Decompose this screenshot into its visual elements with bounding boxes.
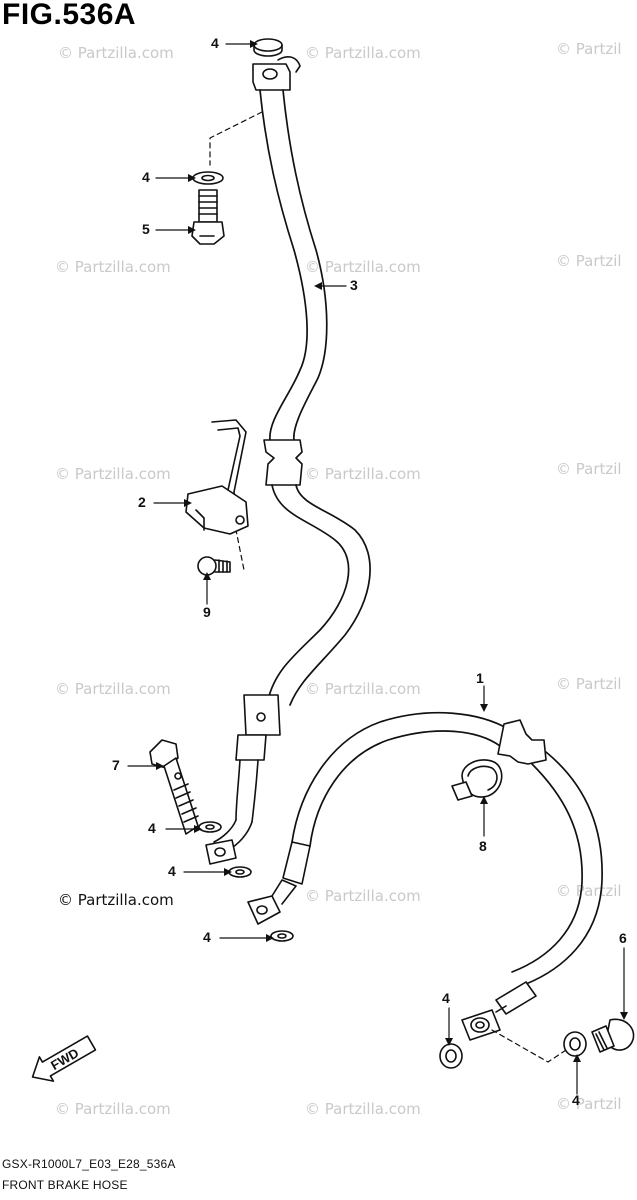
watermark: © Partzil (556, 252, 622, 270)
washer-mid-3[interactable] (270, 930, 294, 942)
callout-7: 7 (112, 757, 120, 773)
leader-arrowheads (156, 40, 628, 1062)
watermark: © Partzilla.com (305, 887, 421, 905)
figure-caption: FRONT BRAKE HOSE (2, 1178, 128, 1192)
callout-4-mid-1: 4 (148, 820, 156, 836)
alignment-line (491, 1029, 567, 1063)
callout-2: 2 (138, 494, 146, 510)
figure-title: FIG.536A (2, 0, 137, 31)
callout-5: 5 (142, 221, 150, 237)
washer-mid-2[interactable] (228, 866, 252, 878)
forward-direction-arrow: FWD (31, 1035, 97, 1082)
hose-clamp[interactable] (451, 759, 503, 801)
watermark: © Partzilla.com (305, 258, 421, 276)
washer-mid-1[interactable] (198, 821, 222, 833)
callout-1: 1 (476, 670, 484, 686)
washer-bottom-right[interactable] (563, 1031, 587, 1057)
watermark: © Partzil (556, 1095, 622, 1113)
callout-4-bottom-right: 4 (572, 1092, 580, 1108)
banjo-bolt-lower[interactable] (149, 739, 199, 835)
washer-top[interactable] (253, 38, 283, 57)
watermark: © Partzilla.com (305, 465, 421, 483)
hose-bracket[interactable] (185, 419, 249, 535)
watermark: © Partzilla.com (55, 1100, 171, 1118)
washer-bottom-left[interactable] (439, 1043, 463, 1069)
callout-4-top: 4 (211, 35, 219, 51)
watermark: © Partzil (556, 40, 622, 58)
banjo-bolt-caliper[interactable] (591, 1018, 635, 1053)
brake-hose-upper[interactable] (205, 56, 371, 865)
watermark: © Partzil (556, 460, 622, 478)
watermark: © Partzilla.com (305, 680, 421, 698)
washer-bolt[interactable] (192, 171, 224, 185)
callout-3: 3 (350, 277, 358, 293)
callout-4-mid-2: 4 (168, 863, 176, 879)
callout-8: 8 (479, 838, 487, 854)
watermark: © Partzil (556, 675, 622, 693)
watermark: © Partzilla.com (305, 1100, 421, 1118)
watermark-dark: © Partzilla.com (58, 891, 174, 909)
bracket-bolt[interactable] (197, 556, 231, 576)
callout-4-bottom-left: 4 (442, 990, 450, 1006)
alignment-line (209, 111, 263, 166)
callout-6: 6 (619, 930, 627, 946)
banjo-bolt-upper[interactable] (191, 189, 225, 245)
watermark: © Partzilla.com (305, 44, 421, 62)
watermark: © Partzilla.com (58, 44, 174, 62)
figure-code: GSX-R1000L7_E03_E28_536A (2, 1157, 176, 1171)
brake-hose-lower[interactable] (247, 711, 603, 1041)
callout-4-mid-3: 4 (203, 929, 211, 945)
watermark: © Partzilla.com (55, 465, 171, 483)
leader-lines (127, 43, 625, 1095)
watermark: © Partzilla.com (55, 258, 171, 276)
callout-4-bolt-washer: 4 (142, 169, 150, 185)
watermark: © Partzilla.com (55, 680, 171, 698)
callout-9: 9 (203, 604, 211, 620)
watermark: © Partzil (556, 882, 622, 900)
